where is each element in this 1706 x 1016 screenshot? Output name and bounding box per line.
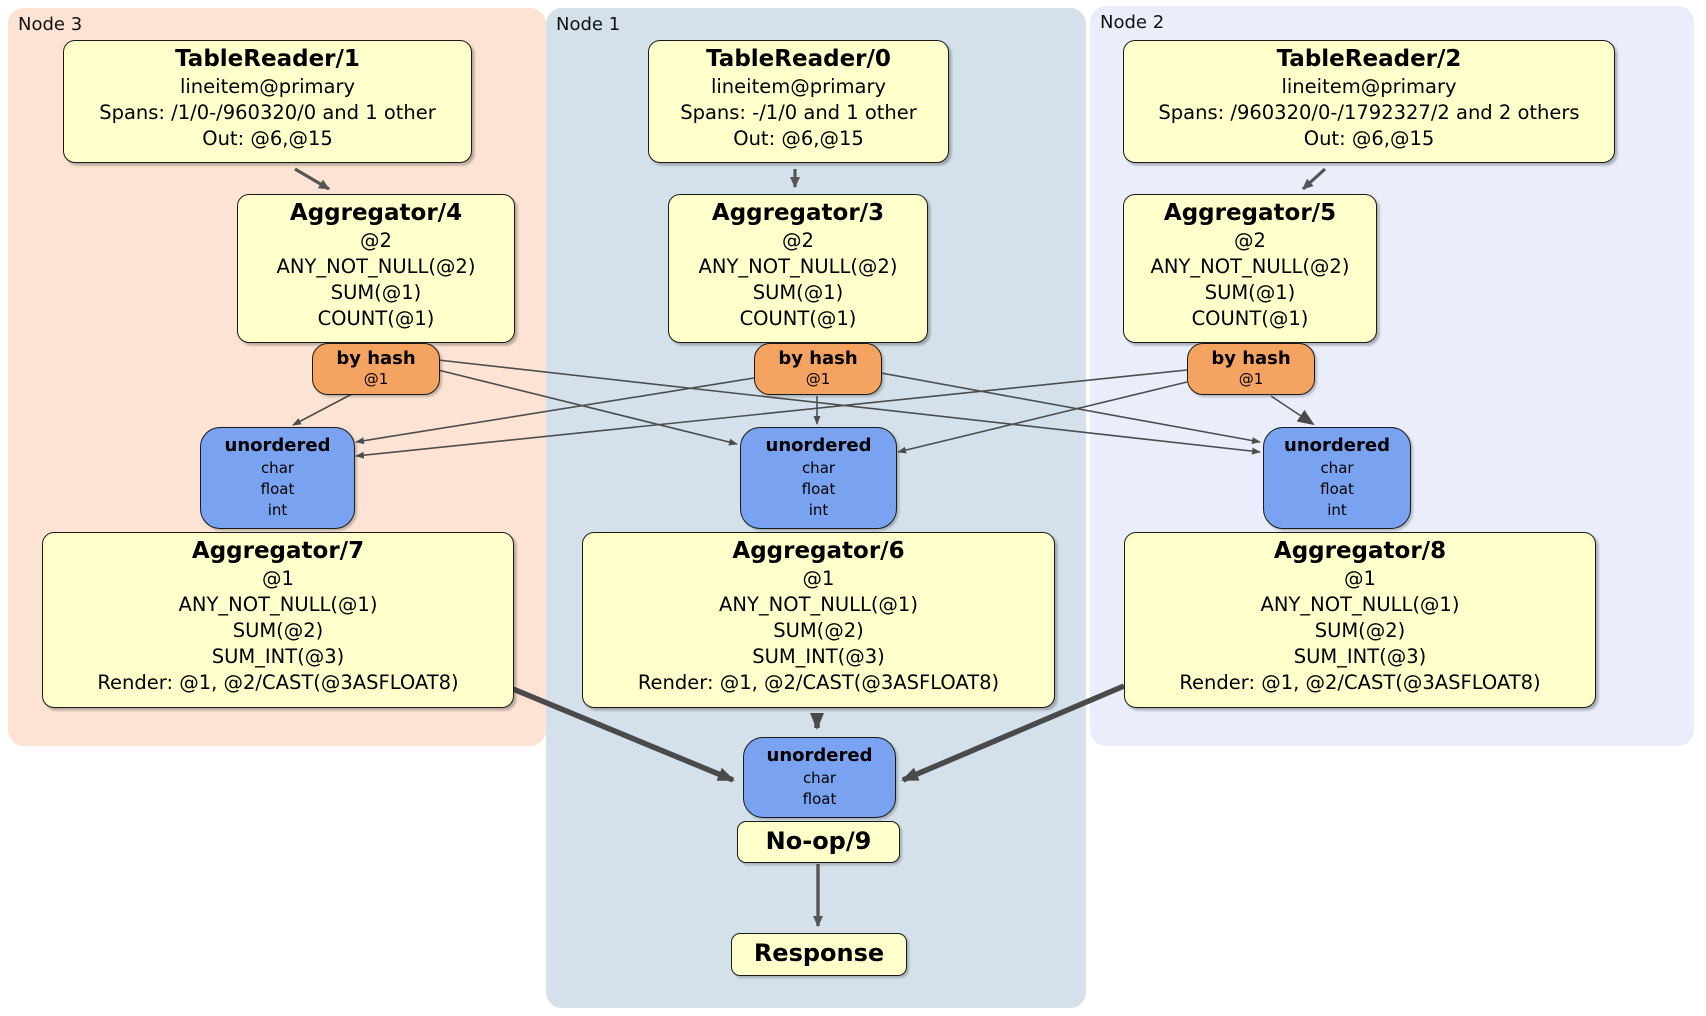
sync-column: float bbox=[260, 480, 295, 498]
processor-detail: Render: @1, @2/CAST(@3ASFLOAT8) bbox=[637, 671, 1000, 694]
processor-detail: @2 bbox=[1234, 229, 1266, 252]
processor-title: Aggregator/8 bbox=[1273, 538, 1447, 564]
sync-column: int bbox=[267, 501, 288, 519]
processor-aggregator-7: Aggregator/7 @1 ANY_NOT_NULL(@1) SUM(@2)… bbox=[42, 532, 514, 708]
processor-title: Aggregator/7 bbox=[191, 538, 365, 564]
processor-detail: lineitem@primary bbox=[710, 75, 887, 98]
processor-detail: Spans: /960320/0-/1792327/2 and 2 others bbox=[1158, 101, 1580, 124]
sync-title: unordered bbox=[1284, 435, 1390, 456]
processor-detail: @2 bbox=[782, 229, 814, 252]
processor-title: No-op/9 bbox=[765, 827, 872, 855]
sync-column: float bbox=[1320, 480, 1354, 498]
sync-column: char bbox=[802, 769, 837, 787]
processor-detail: SUM_INT(@3) bbox=[1293, 645, 1427, 668]
processor-detail: Render: @1, @2/CAST(@3ASFLOAT8) bbox=[1179, 671, 1541, 694]
processor-detail: SUM(@1) bbox=[330, 281, 422, 304]
processor-detail: COUNT(@1) bbox=[1191, 307, 1309, 330]
router-title: by hash bbox=[1211, 348, 1291, 369]
processor-title: Aggregator/3 bbox=[711, 200, 885, 226]
processor-tablereader-0: TableReader/0 lineitem@primary Spans: -/… bbox=[648, 40, 949, 163]
sync-column: char bbox=[801, 459, 836, 477]
processor-detail: COUNT(@1) bbox=[317, 307, 435, 330]
region-node3-label: Node 3 bbox=[18, 14, 83, 35]
router-by-hash-node1: by hash @1 bbox=[754, 343, 882, 395]
processor-detail: Out: @6,@15 bbox=[202, 127, 333, 150]
processor-detail: Spans: /1/0-/960320/0 and 1 other bbox=[99, 101, 436, 124]
hash-mesh-edges bbox=[292, 359, 1315, 459]
sync-column: char bbox=[260, 459, 295, 477]
processor-aggregator-6: Aggregator/6 @1 ANY_NOT_NULL(@1) SUM(@2)… bbox=[582, 532, 1055, 708]
processor-detail: @1 bbox=[802, 567, 835, 590]
router-by-hash-node3: by hash @1 bbox=[312, 343, 440, 395]
tablereader-arrows bbox=[294, 167, 1327, 191]
processor-detail: ANY_NOT_NULL(@1) bbox=[719, 593, 918, 616]
region-node1-label: Node 1 bbox=[556, 14, 621, 35]
sync-unordered-node3: unordered char float int bbox=[200, 427, 355, 529]
processor-title: TableReader/0 bbox=[706, 46, 891, 72]
processor-detail: @1 bbox=[262, 567, 294, 590]
router-key: @1 bbox=[363, 370, 389, 388]
processor-detail: @2 bbox=[360, 229, 392, 252]
sync-column: int bbox=[808, 501, 829, 519]
processor-title: Aggregator/6 bbox=[732, 538, 905, 564]
processor-detail: SUM_INT(@3) bbox=[211, 645, 345, 668]
sync-column: int bbox=[1327, 501, 1347, 519]
processor-noop-9: No-op/9 bbox=[737, 821, 900, 863]
processor-detail: Spans: -/1/0 and 1 other bbox=[680, 101, 917, 124]
region-node2-label: Node 2 bbox=[1100, 12, 1165, 33]
sync-column: char bbox=[1320, 459, 1354, 477]
processor-detail: ANY_NOT_NULL(@2) bbox=[276, 255, 476, 278]
processor-detail: SUM(@2) bbox=[1314, 619, 1406, 642]
sync-title: unordered bbox=[224, 435, 331, 456]
sync-unordered-node2: unordered char float int bbox=[1263, 427, 1411, 529]
processor-aggregator-3: Aggregator/3 @2 ANY_NOT_NULL(@2) SUM(@1)… bbox=[668, 194, 928, 343]
response-box: Response bbox=[731, 933, 907, 976]
processor-detail: SUM(@1) bbox=[752, 281, 844, 304]
router-title: by hash bbox=[778, 348, 858, 369]
processor-detail: ANY_NOT_NULL(@2) bbox=[1150, 255, 1350, 278]
sync-unordered-final: unordered char float bbox=[743, 737, 896, 818]
processor-aggregator-5: Aggregator/5 @2 ANY_NOT_NULL(@2) SUM(@1)… bbox=[1123, 194, 1377, 343]
processor-detail: lineitem@primary bbox=[179, 75, 356, 98]
processor-detail: Out: @6,@15 bbox=[733, 127, 864, 150]
processor-detail: ANY_NOT_NULL(@2) bbox=[698, 255, 898, 278]
processor-title: Response bbox=[753, 939, 885, 967]
processor-detail: ANY_NOT_NULL(@1) bbox=[178, 593, 378, 616]
processor-detail: SUM(@2) bbox=[773, 619, 864, 642]
processor-detail: SUM(@1) bbox=[1204, 281, 1296, 304]
sync-unordered-node1: unordered char float int bbox=[740, 427, 897, 529]
processor-aggregator-8: Aggregator/8 @1 ANY_NOT_NULL(@1) SUM(@2)… bbox=[1124, 532, 1596, 708]
processor-detail: Render: @1, @2/CAST(@3ASFLOAT8) bbox=[97, 671, 459, 694]
processor-title: TableReader/2 bbox=[1276, 46, 1462, 72]
processor-aggregator-4: Aggregator/4 @2 ANY_NOT_NULL(@2) SUM(@1)… bbox=[237, 194, 515, 343]
processor-tablereader-2: TableReader/2 lineitem@primary Spans: /9… bbox=[1123, 40, 1615, 163]
processor-detail: lineitem@primary bbox=[1281, 75, 1457, 98]
processor-title: Aggregator/5 bbox=[1163, 200, 1337, 226]
processor-detail: SUM_INT(@3) bbox=[752, 645, 885, 668]
processor-detail: ANY_NOT_NULL(@1) bbox=[1260, 593, 1460, 616]
sync-title: unordered bbox=[766, 745, 873, 766]
router-key: @1 bbox=[805, 370, 831, 388]
sync-column: float bbox=[802, 790, 837, 808]
router-by-hash-node2: by hash @1 bbox=[1187, 343, 1315, 395]
processor-detail: COUNT(@1) bbox=[739, 307, 857, 330]
processor-title: Aggregator/4 bbox=[289, 200, 463, 226]
processor-detail: Out: @6,@15 bbox=[1303, 127, 1435, 150]
sync-column: float bbox=[801, 480, 836, 498]
final-merge-arrows bbox=[511, 683, 1126, 783]
processor-detail: SUM(@2) bbox=[232, 619, 324, 642]
router-key: @1 bbox=[1238, 370, 1264, 388]
sync-title: unordered bbox=[765, 435, 872, 456]
processor-tablereader-1: TableReader/1 lineitem@primary Spans: /1… bbox=[63, 40, 472, 163]
processor-detail: @1 bbox=[1344, 567, 1376, 590]
router-title: by hash bbox=[336, 348, 416, 369]
processor-title: TableReader/1 bbox=[175, 46, 360, 72]
